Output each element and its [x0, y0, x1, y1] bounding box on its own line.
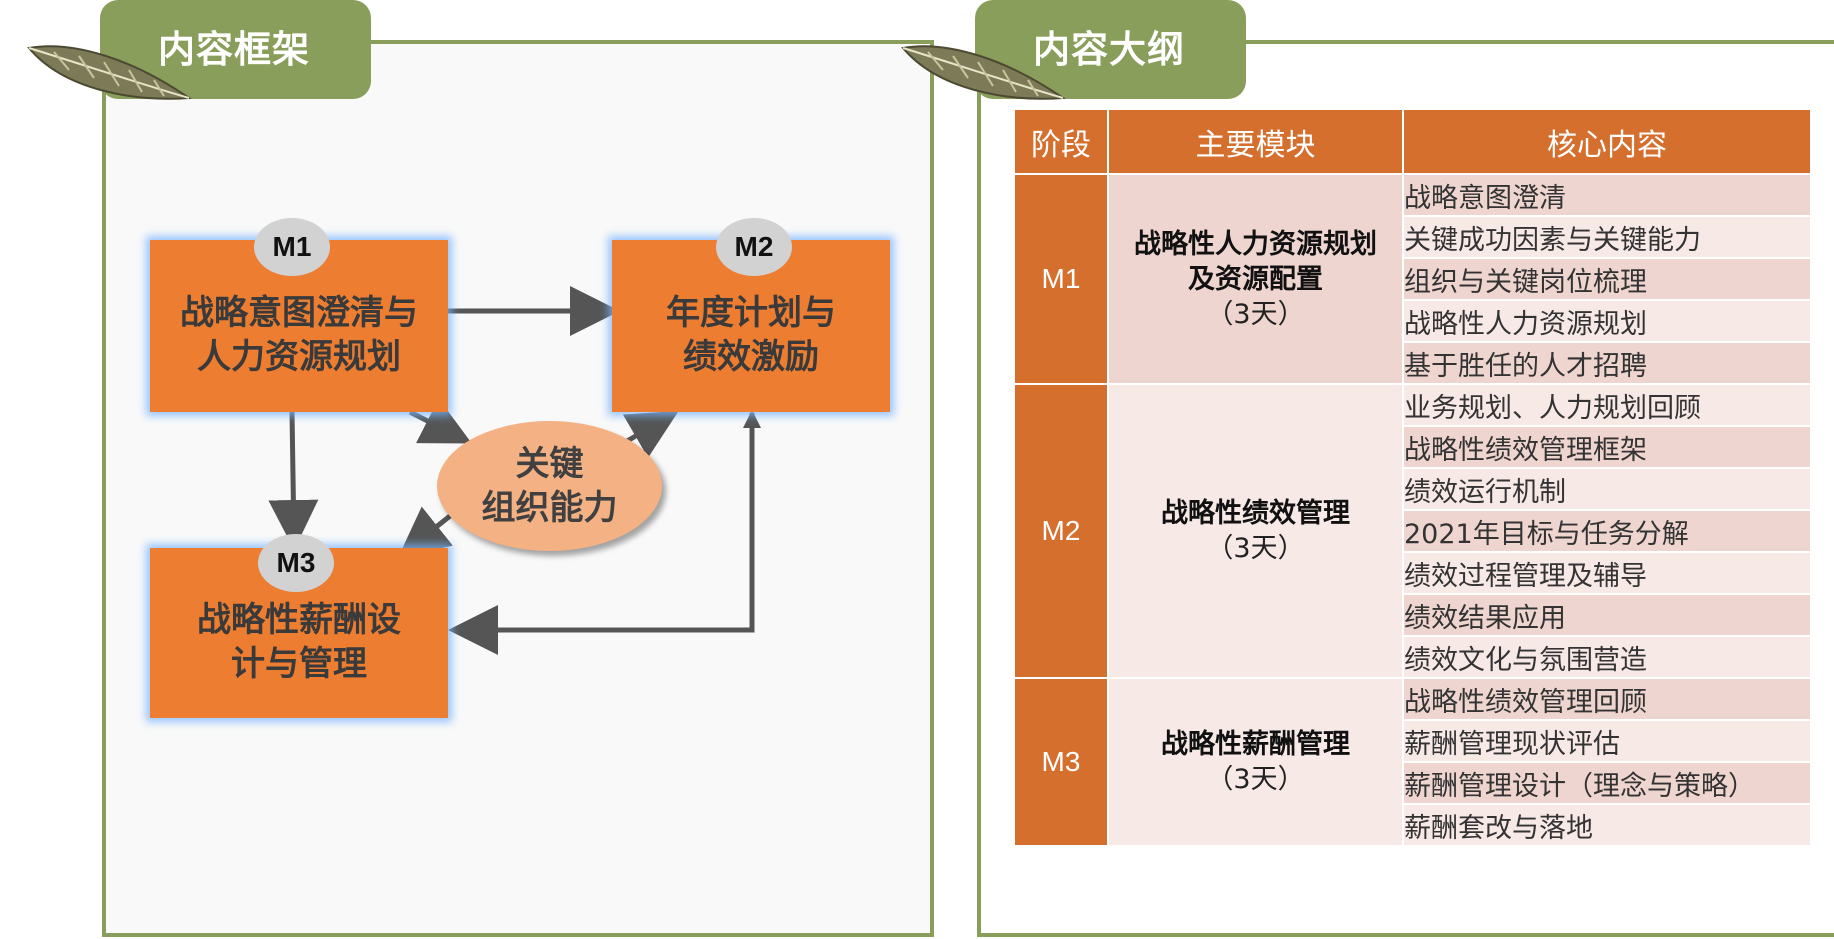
arrow-m1-to-core	[408, 398, 472, 444]
leaf-icon	[27, 45, 192, 100]
table-row: 绩效结果应用	[1014, 593, 1812, 637]
table-row: 基于胜任的人才招聘	[1014, 341, 1812, 385]
content-item: 薪酬套改与落地	[1402, 803, 1812, 847]
module-days: （3天）	[1206, 764, 1305, 795]
module-m3-badge: M3	[258, 534, 334, 592]
table-row: M2 战略性绩效管理 （3天） 业务规划、人力规划回顾	[1013, 383, 1812, 679]
arrow-loop-head-m2	[743, 410, 761, 428]
stage-cell-m1: M1	[1013, 173, 1109, 385]
arrow-m2-m3-loop	[448, 413, 755, 655]
module-m1-label: 战略意图澄清与 人力资源规划	[180, 293, 418, 377]
table-row: 薪酬管理设计（理念与策略）	[1014, 761, 1812, 805]
content-outline-title: 内容大纲	[975, 0, 1246, 99]
content-item: 绩效文化与氛围营造	[1402, 635, 1812, 679]
content-item: 业务规划、人力规划回顾	[1402, 383, 1812, 427]
arrow-core-to-m2	[620, 410, 679, 458]
module-cell-m3: 战略性薪酬管理 （3天）	[1107, 677, 1404, 847]
table-header-row: 阶段 主要模块 核心内容	[1013, 108, 1812, 175]
table-row: 绩效过程管理及辅导	[1014, 551, 1812, 595]
content-item: 基于胜任的人才招聘	[1402, 341, 1812, 385]
table-row: M3 战略性薪酬管理 （3天） 战略性绩效管理回顾	[1013, 677, 1812, 847]
content-item: 绩效结果应用	[1402, 593, 1812, 637]
module-m3-label: 战略性薪酬设 计与管理	[197, 600, 401, 684]
table-row: M1 战略性人力资源规划 及资源配置 （3天） 战略意图澄清	[1013, 173, 1812, 385]
table-row: 关键成功因素与关键能力	[1014, 215, 1812, 259]
table-row: 绩效运行机制	[1014, 467, 1812, 511]
module-days: （3天）	[1206, 298, 1305, 330]
module-name: 战略性薪酬管理	[1161, 729, 1350, 760]
table-row: 战略性人力资源规划	[1014, 299, 1812, 343]
module-m1-badge: M1	[254, 218, 330, 276]
header-module: 主要模块	[1107, 108, 1404, 175]
content-item: 战略性绩效管理框架	[1402, 425, 1812, 469]
outline-table: 阶段 主要模块 核心内容 M1 战略性人力资源规划 及资源配置 （3天） 战略意…	[1013, 108, 1812, 847]
table-row: 组织与关键岗位梳理	[1014, 257, 1812, 301]
module-m2-label: 年度计划与 绩效激励	[666, 293, 836, 377]
content-item: 2021年目标与任务分解	[1402, 509, 1812, 553]
content-item: 战略意图澄清	[1402, 173, 1812, 217]
arrow-core-to-m3	[398, 506, 457, 558]
arrow-m1-to-m3	[268, 411, 319, 550]
leaf-icon	[901, 45, 1066, 100]
table-row: 薪酬套改与落地	[1014, 803, 1812, 847]
module-m3-box: 战略性薪酬设 计与管理	[150, 548, 448, 718]
stage-cell-m2: M2	[1013, 383, 1109, 679]
module-m2-box: 年度计划与 绩效激励	[612, 240, 890, 412]
table-row: 战略性绩效管理框架	[1014, 425, 1812, 469]
content-item: 薪酬管理现状评估	[1402, 719, 1812, 763]
header-stage: 阶段	[1013, 108, 1109, 175]
content-item: 组织与关键岗位梳理	[1402, 257, 1812, 301]
table-row: 绩效文化与氛围营造	[1014, 635, 1812, 679]
content-item: 战略性绩效管理回顾	[1402, 677, 1812, 721]
module-name: 战略性绩效管理	[1161, 498, 1350, 529]
core-capability-ellipse: 关键 组织能力	[437, 421, 662, 551]
module-cell-m2: 战略性绩效管理 （3天）	[1107, 383, 1404, 679]
content-item: 绩效过程管理及辅导	[1402, 551, 1812, 595]
content-item: 关键成功因素与关键能力	[1402, 215, 1812, 259]
content-item: 绩效运行机制	[1402, 467, 1812, 511]
table-row: 2021年目标与任务分解	[1014, 509, 1812, 553]
module-m2-badge: M2	[716, 218, 792, 276]
module-cell-m1: 战略性人力资源规划 及资源配置 （3天）	[1107, 173, 1404, 385]
module-name: 战略性人力资源规划 及资源配置	[1134, 228, 1377, 295]
table-row: 薪酬管理现状评估	[1014, 719, 1812, 763]
content-item: 战略性人力资源规划	[1402, 299, 1812, 343]
content-item: 薪酬管理设计（理念与策略）	[1402, 761, 1812, 805]
header-content: 核心内容	[1402, 108, 1812, 175]
module-days: （3天）	[1206, 533, 1305, 564]
stage-cell-m3: M3	[1013, 677, 1109, 847]
